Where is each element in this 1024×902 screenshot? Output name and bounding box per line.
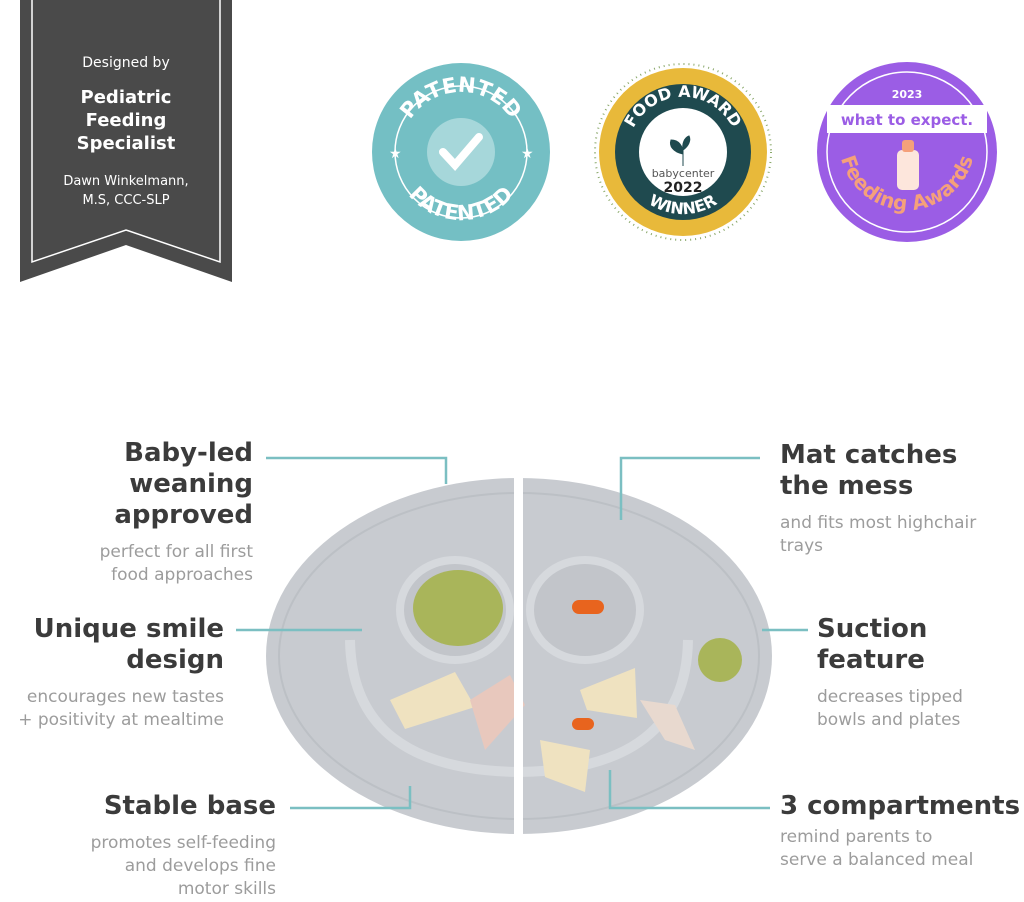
svg-text:★: ★ [389, 146, 402, 162]
credentials-line: M.S, CCC-SLP [82, 193, 170, 208]
svg-text:babycenter: babycenter [652, 167, 715, 180]
feature-description: encourages new tastes+ positivity at mea… [18, 687, 224, 730]
title-line: Feeding [85, 110, 167, 131]
svg-text:2023: 2023 [892, 88, 923, 101]
bottle-icon [897, 150, 919, 190]
split-divider [514, 470, 523, 840]
title-line: Pediatric [80, 87, 172, 108]
specialist-title: Pediatric Feeding Specialist [20, 86, 232, 155]
sprout-icon [670, 135, 691, 166]
feeding-awards-badge: 2023 what to expect. Feeding Awards [817, 62, 997, 242]
avocado [413, 570, 503, 646]
turkey [470, 675, 525, 750]
checkmark-icon [439, 133, 483, 172]
leader-lines [236, 456, 808, 810]
svg-text:★: ★ [521, 146, 534, 162]
cheese [390, 672, 475, 729]
feature-title: 3 compartments [780, 791, 1021, 821]
name-line: Dawn Winkelmann, [63, 174, 189, 189]
feature-title: Stable base [103, 791, 276, 821]
carrot [572, 600, 604, 614]
svg-text:what to expect.: what to expect. [841, 111, 973, 129]
ribbon-badge [20, 0, 232, 282]
svg-text:2022: 2022 [664, 180, 703, 196]
designed-by-label: Designed by [82, 55, 170, 71]
food-award-badge: babycenter 2022 FOOD AWARD WINNER [594, 63, 772, 241]
patented-badge: PATENTED PATENTED ★★ [372, 63, 550, 241]
title-line: Specialist [76, 133, 176, 154]
specialist-name: Dawn Winkelmann, M.S, CCC-SLP [20, 172, 232, 210]
